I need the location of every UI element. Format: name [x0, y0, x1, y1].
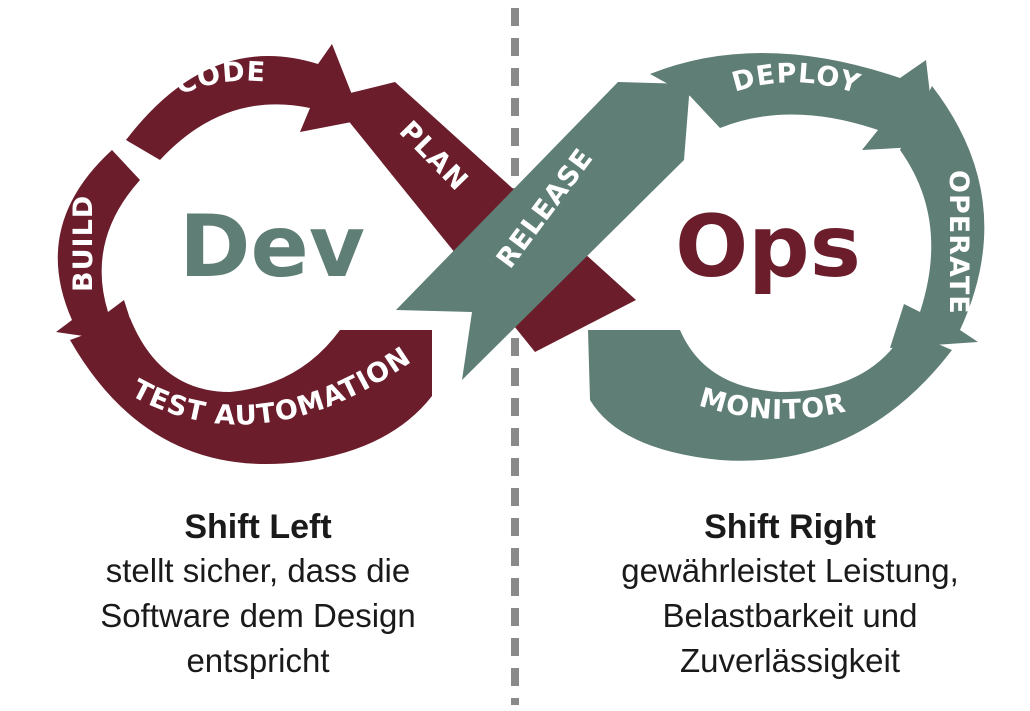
test-automation-segment [70, 318, 432, 465]
shift-right-caption: Shift Right gewährleistet Leistung, Bela… [570, 506, 1010, 683]
operate-label: OPERATE [943, 170, 974, 315]
dev-center-label: Dev [179, 197, 365, 297]
shift-left-line-1: stellt sicher, dass die [105, 552, 411, 589]
shift-left-line-2: Software dem Design [100, 597, 416, 634]
ops-loop [396, 52, 985, 461]
build-segment [56, 150, 140, 344]
release-segment [396, 82, 690, 380]
dev-loop [56, 44, 636, 465]
shift-right-title: Shift Right [704, 508, 876, 546]
build-label: BUILD [68, 195, 99, 292]
deploy-segment [650, 52, 936, 150]
shift-left-line-3: entspricht [186, 642, 330, 679]
shift-right-line-1: gewährleistet Leistung, [621, 552, 959, 589]
shift-left-title: Shift Left [184, 508, 332, 546]
monitor-segment [588, 330, 952, 461]
shift-right-line-3: Zuverlässigkeit [679, 642, 901, 679]
code-segment [126, 44, 362, 160]
shift-left-caption: Shift Left stellt sicher, dass die Softw… [38, 506, 478, 683]
shift-right-line-2: Belastbarkeit und [662, 597, 918, 634]
plan-segment [330, 82, 636, 352]
operate-segment [890, 86, 985, 348]
ops-center-label: Ops [675, 197, 861, 297]
